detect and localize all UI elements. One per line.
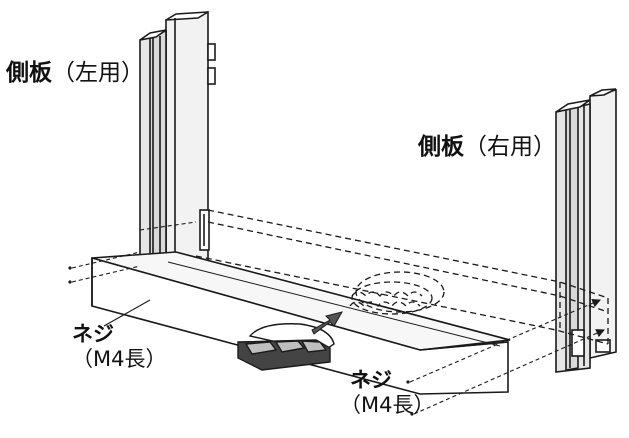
left-panel-qualifier: （左用） — [52, 60, 144, 86]
screw-right-spec: （M4長） — [340, 393, 435, 417]
right-side-panel — [555, 88, 617, 373]
label-screw-left: ネジ （M4長） — [72, 324, 166, 370]
label-right-side-panel: 側板（右用） — [418, 136, 556, 159]
insert-direction-arrow — [311, 311, 344, 335]
label-left-side-panel: 側板（左用） — [6, 62, 144, 85]
pedal-box — [91, 251, 511, 395]
screw-guide-right — [406, 299, 606, 416]
right-panel-name: 側板 — [418, 134, 464, 160]
screw-guide-left — [68, 221, 197, 327]
left-panel-name: 側板 — [6, 60, 52, 86]
right-panel-qualifier: （右用） — [464, 134, 556, 160]
label-screw-right: ネジ （M4長） — [340, 370, 434, 416]
screw-left-name: ネジ — [72, 322, 114, 346]
screw-right-name: ネジ — [350, 368, 392, 392]
screw-left-spec: （M4長） — [72, 347, 167, 371]
